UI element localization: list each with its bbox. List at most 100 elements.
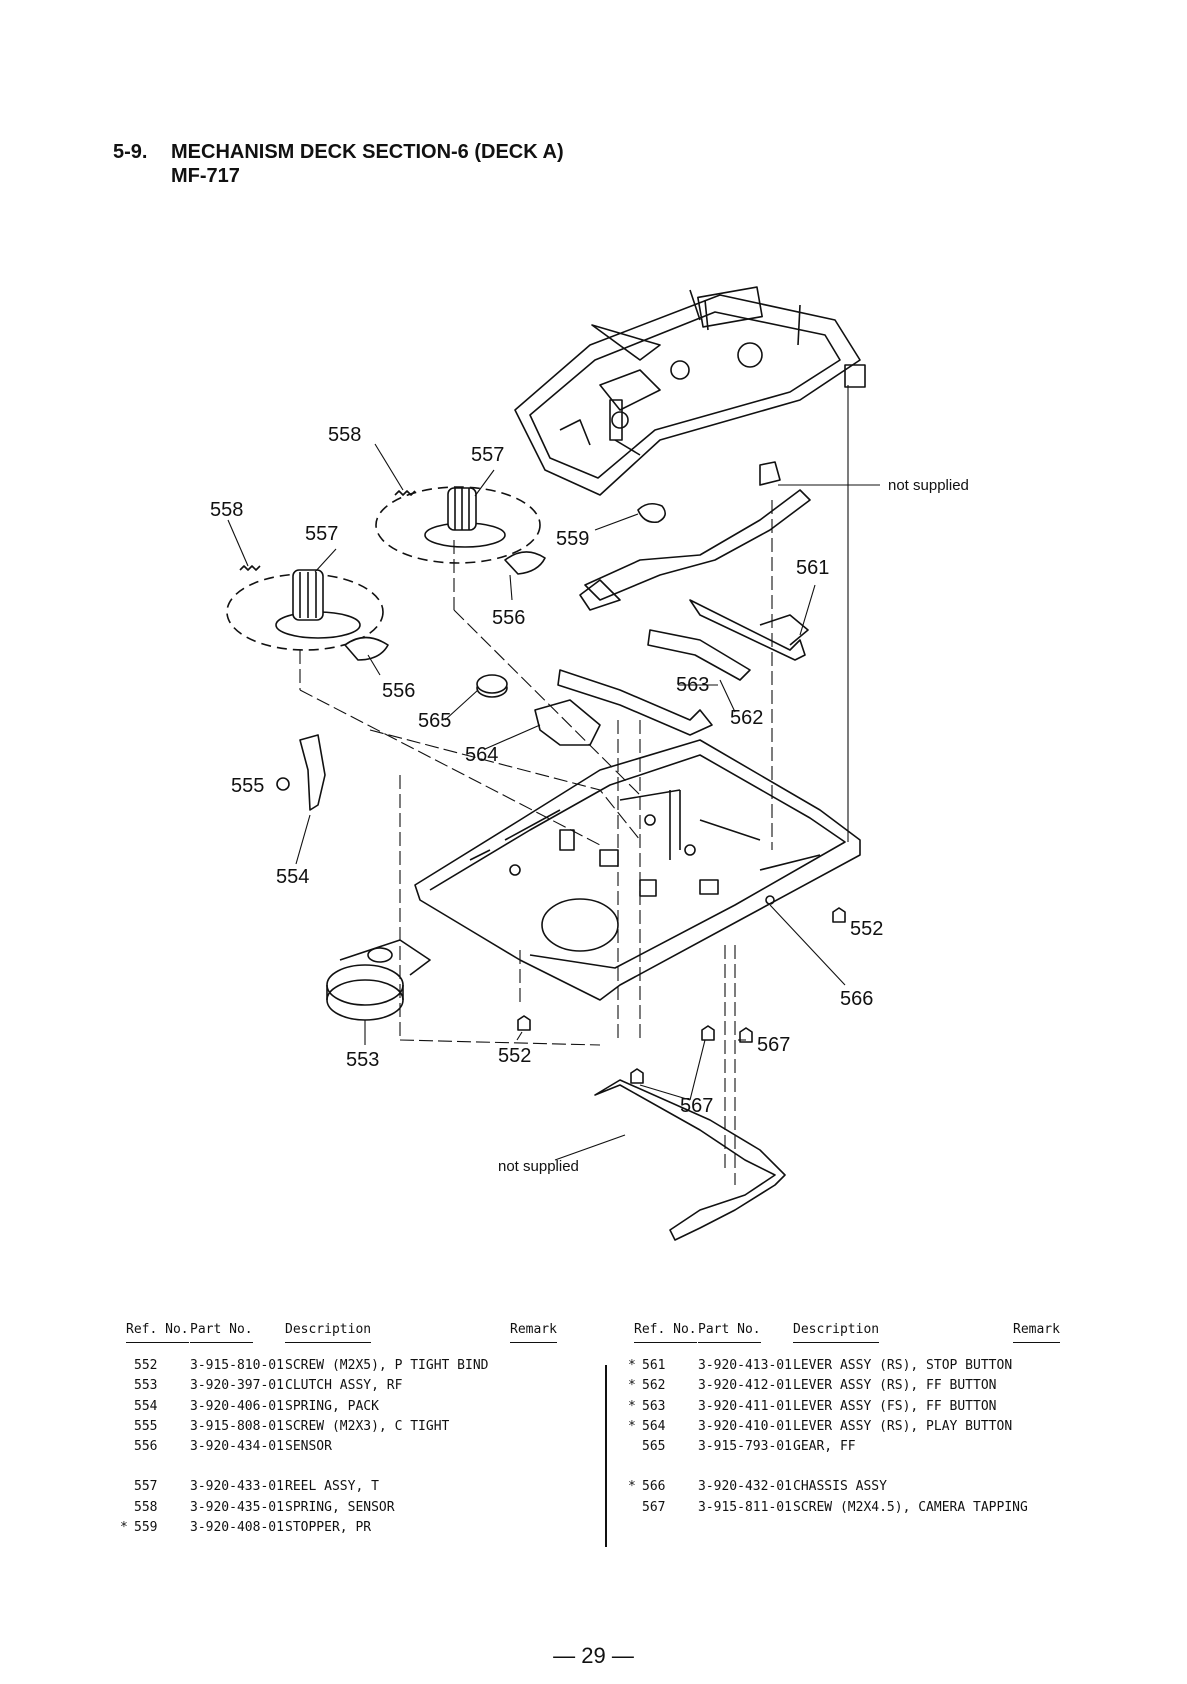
description-cell: SCREW (M2X5), P TIGHT BIND — [285, 1358, 489, 1373]
parts-table-left: Ref. No. Part No. Description Remark 552… — [120, 1322, 590, 1540]
part-no-cell: 3-915-810-01 — [190, 1358, 284, 1373]
callout-558-lower: 558 — [210, 499, 243, 521]
ref-no-cell: 562 — [642, 1378, 666, 1394]
new-part-mark: * — [628, 1378, 636, 1394]
description-cell: SCREW (M2X3), C TIGHT — [285, 1418, 450, 1434]
chassis-566 — [414, 739, 861, 1001]
callout-567-bottom: 567 — [680, 1095, 713, 1117]
lever-561 — [689, 599, 806, 661]
lever-563 — [557, 669, 713, 736]
group-spacer — [628, 1459, 1068, 1479]
header-description: Description — [285, 1322, 372, 1343]
part-no-cell: 3-920-432-01 — [698, 1479, 792, 1495]
stopper-559 — [637, 502, 666, 524]
description-cell: LEVER ASSY (RS), FF BUTTON — [793, 1378, 997, 1394]
table-header: Ref. No. Part No. Description Remark — [120, 1322, 590, 1358]
header-remark: Remark — [1013, 1322, 1060, 1343]
reel-orbit-a — [375, 486, 541, 564]
ref-no-cell: 559 — [134, 1520, 158, 1536]
callout-556-lower: 556 — [382, 680, 415, 702]
part-no-cell: 3-920-412-01 — [698, 1378, 792, 1394]
ref-no-cell: 554 — [134, 1398, 158, 1414]
description-cell: SCREW (M2X4.5), CAMERA TAPPING — [793, 1499, 1028, 1515]
new-part-mark: * — [628, 1358, 636, 1373]
part-no-cell: 3-920-397-01 — [190, 1378, 284, 1394]
model-number: MF-717 — [171, 165, 240, 187]
callout-561: 561 — [796, 557, 829, 579]
description-cell: SPRING, PACK — [285, 1398, 379, 1414]
callout-554: 554 — [276, 866, 309, 888]
description-cell: SPRING, SENSOR — [285, 1499, 395, 1515]
ref-no-cell: 556 — [134, 1439, 158, 1455]
ref-no-cell: 564 — [642, 1418, 666, 1434]
callout-564: 564 — [465, 744, 498, 766]
callout-559: 559 — [556, 528, 589, 550]
part-no-cell: 3-915-808-01 — [190, 1418, 284, 1434]
callout-552-bottom: 552 — [498, 1045, 531, 1067]
header-remark: Remark — [510, 1322, 557, 1343]
header-description: Description — [793, 1322, 880, 1343]
part-no-cell: 3-920-410-01 — [698, 1418, 792, 1434]
part-no-cell: 3-915-793-01 — [698, 1439, 792, 1455]
screw-555 — [276, 777, 290, 791]
header-part-no: Part No. — [190, 1322, 253, 1343]
part-no-cell: 3-915-811-01 — [698, 1499, 792, 1515]
ref-no-cell: 565 — [642, 1439, 666, 1455]
description-cell: CLUTCH ASSY, RF — [285, 1378, 403, 1394]
callout-562: 562 — [730, 707, 763, 729]
description-cell: REEL ASSY, T — [285, 1479, 379, 1495]
screws — [517, 907, 846, 1084]
ref-no-cell: 563 — [642, 1398, 666, 1414]
part-no-cell: 3-920-406-01 — [190, 1398, 284, 1414]
sensor-556a — [504, 551, 546, 575]
callout-567-right: 567 — [757, 1034, 790, 1056]
note-not-supplied-top: not supplied — [888, 477, 969, 494]
header-ref-no: Ref. No. — [634, 1322, 697, 1343]
section-title: MECHANISM DECK SECTION-6 (DECK A) — [171, 141, 564, 163]
new-part-mark: * — [120, 1520, 128, 1536]
callout-557-lower: 557 — [305, 523, 338, 545]
callout-563: 563 — [676, 674, 709, 696]
group-spacer — [120, 1459, 590, 1479]
header-part-no: Part No. — [698, 1322, 761, 1343]
description-cell: LEVER ASSY (FS), FF BUTTON — [793, 1398, 997, 1414]
part-no-cell: 3-920-434-01 — [190, 1439, 284, 1455]
ref-no-cell: 553 — [134, 1378, 158, 1394]
description-cell: LEVER ASSY (RS), PLAY BUTTON — [793, 1418, 1013, 1434]
ref-no-cell: 552 — [134, 1358, 158, 1373]
description-cell: CHASSIS ASSY — [793, 1479, 887, 1495]
header-ref-no: Ref. No. — [126, 1322, 189, 1343]
description-cell: LEVER ASSY (RS), STOP BUTTON — [793, 1358, 1013, 1373]
lever-562 — [647, 629, 751, 681]
callout-557-upper: 557 — [471, 444, 504, 466]
new-part-mark: * — [628, 1398, 636, 1414]
description-cell: GEAR, FF — [793, 1439, 856, 1455]
callout-566: 566 — [840, 988, 873, 1010]
section-heading: 5-9.MECHANISM DECK SECTION-6 (DECK A) MF… — [113, 140, 564, 188]
page-number: — 29 — — [553, 1643, 634, 1668]
ref-no-cell: 561 — [642, 1358, 666, 1373]
ref-no-cell: 566 — [642, 1479, 666, 1495]
part-no-cell: 3-920-413-01 — [698, 1358, 792, 1373]
table-header: Ref. No. Part No. Description Remark — [628, 1322, 1068, 1358]
part-no-cell: 3-920-411-01 — [698, 1398, 792, 1414]
column-divider — [605, 1365, 607, 1547]
callout-552-right: 552 — [850, 918, 883, 940]
sensor-556b — [344, 636, 389, 661]
lever-stop-upper — [584, 489, 811, 601]
